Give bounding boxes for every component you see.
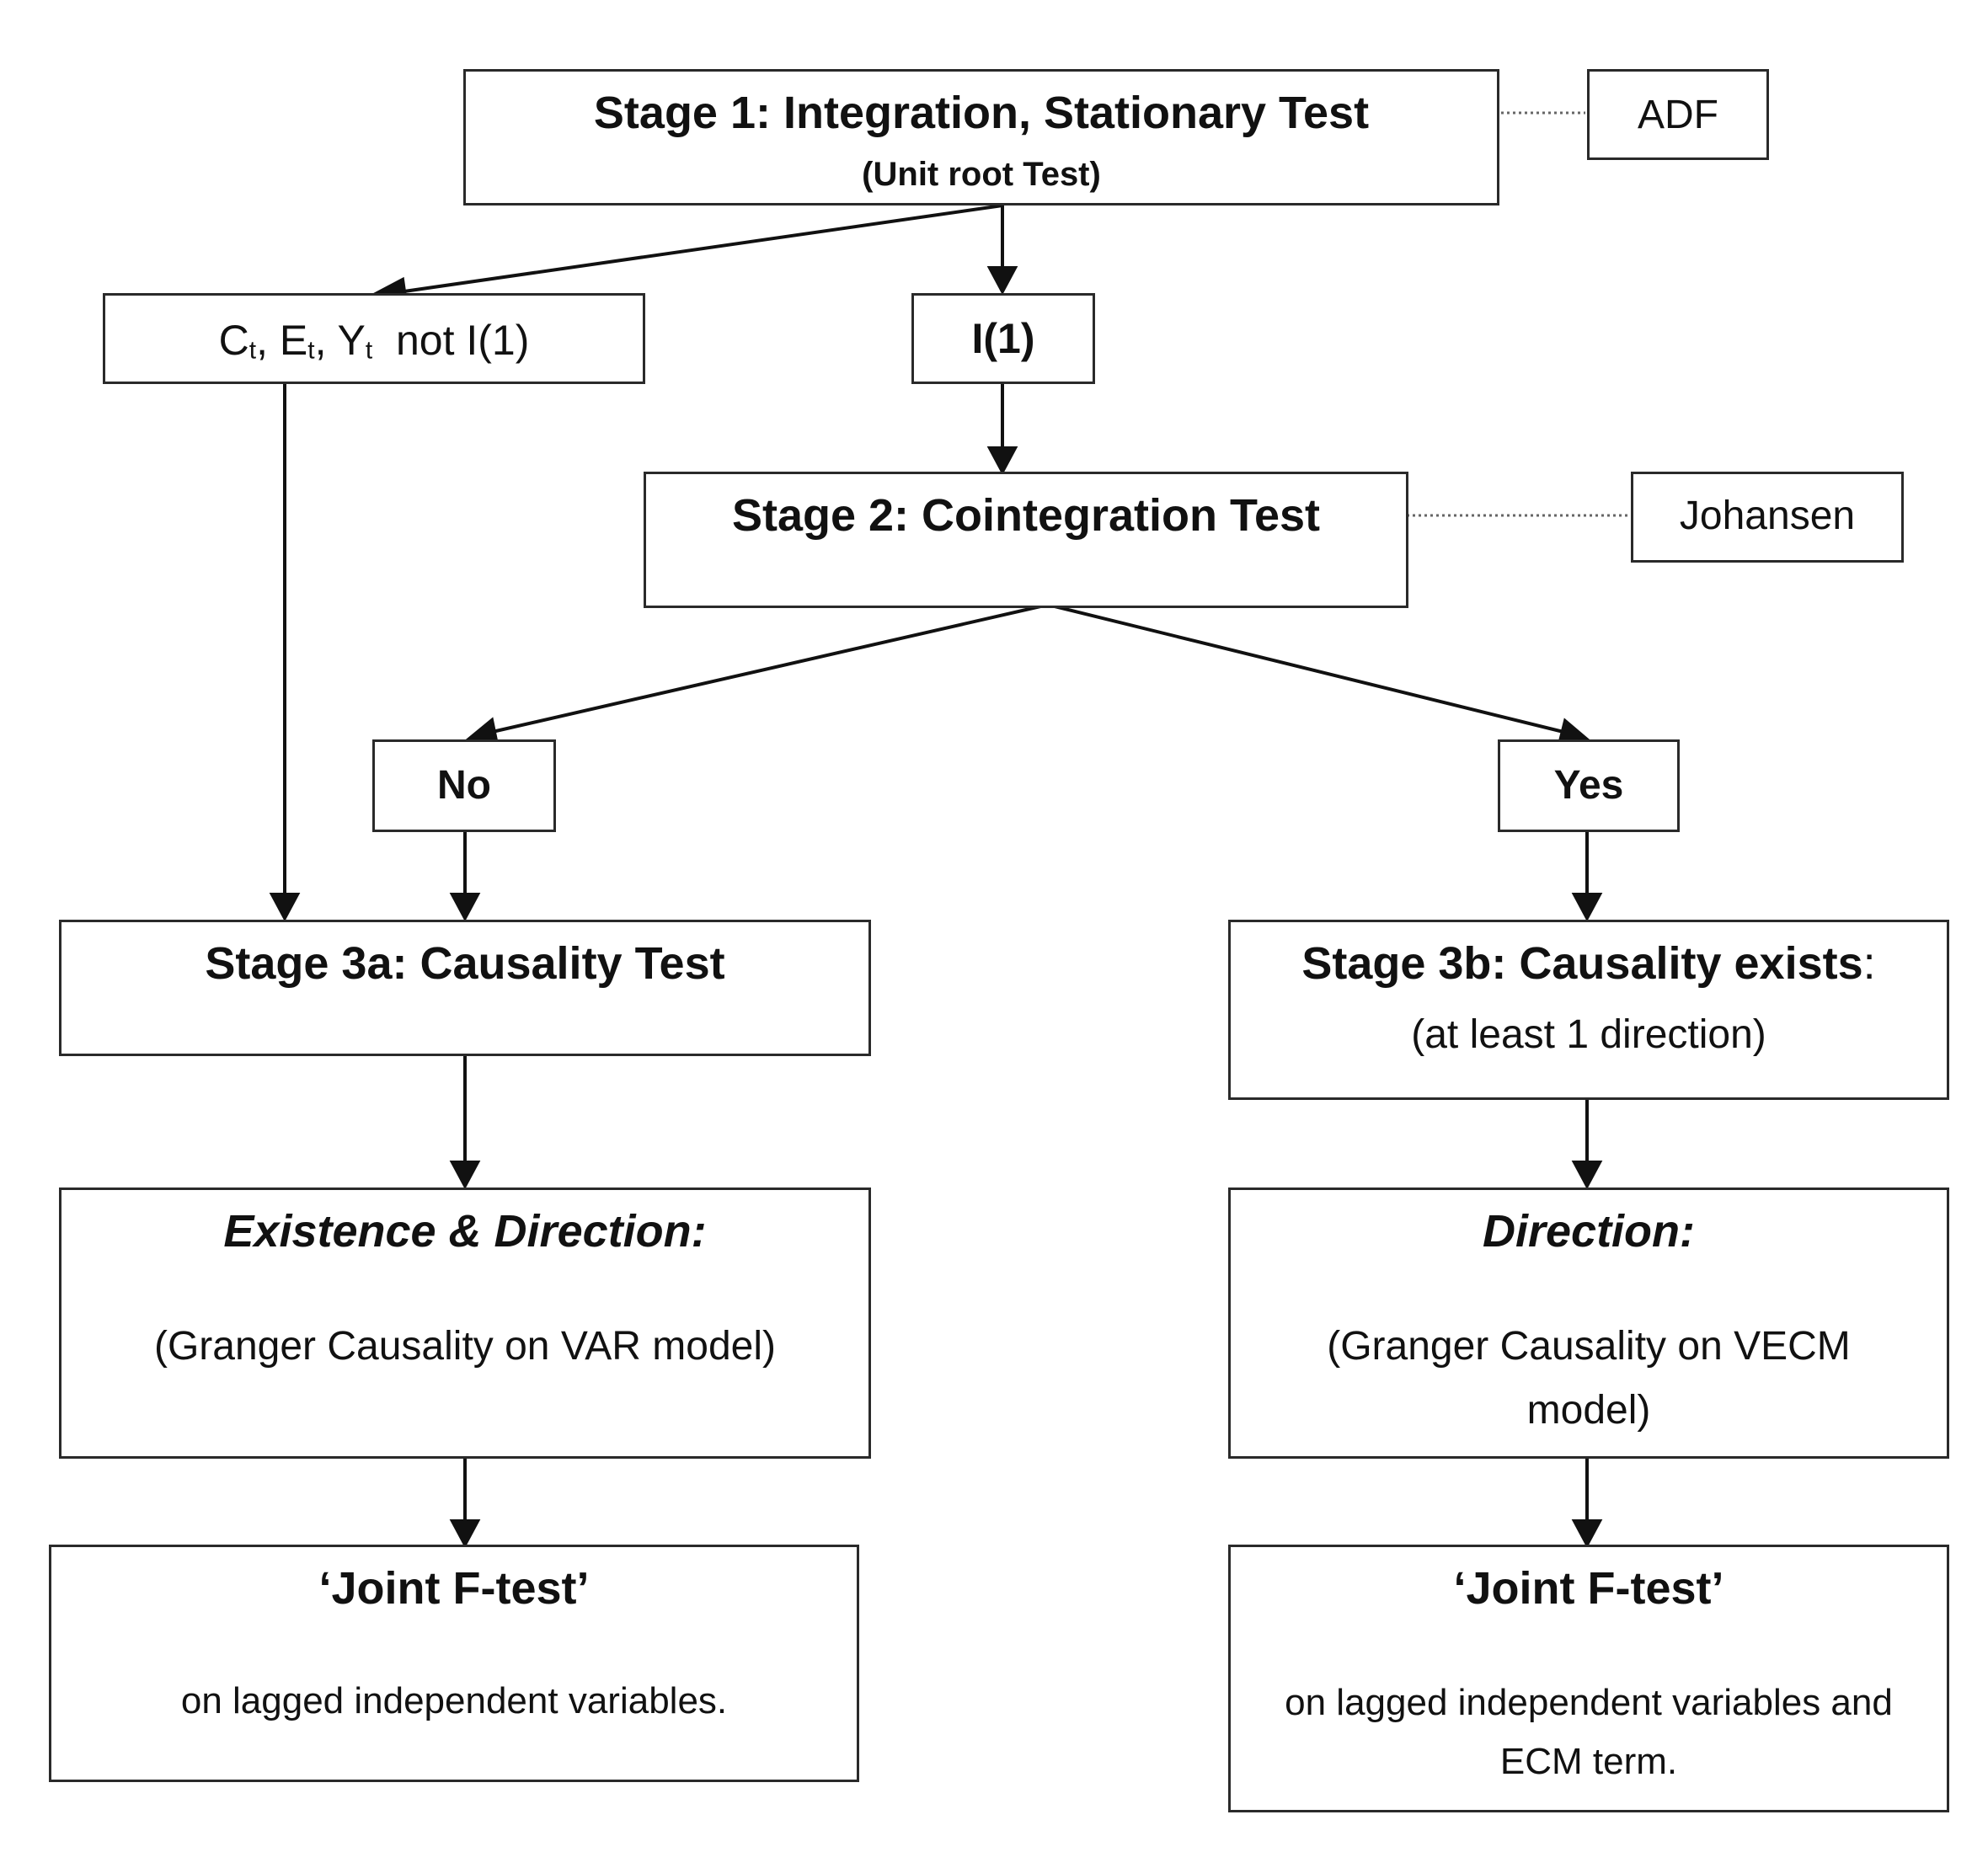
right-ftest-box: ‘Joint F-test’ on lagged independent var… [1228, 1545, 1949, 1812]
adf-box: ADF [1587, 69, 1769, 160]
var-c: C [218, 317, 249, 364]
yes-label: Yes [1553, 763, 1624, 808]
stage3b-box: Stage 3b: Causality exists: (at least 1 … [1228, 920, 1949, 1100]
stage3b-title-line: Stage 3b: Causality exists: [1301, 938, 1876, 989]
yes-box: Yes [1498, 739, 1680, 832]
existence-direction-body: (Granger Causality on VAR model) [153, 1324, 777, 1369]
stage2-box: Stage 2: Cointegration Test [644, 472, 1408, 608]
stage3a-box: Stage 3a: Causality Test [59, 920, 871, 1056]
arrowhead-right-ftest [1571, 1519, 1603, 1549]
direction-body-line2: model) [1526, 1388, 1651, 1433]
not-i1-suffix: not I(1) [395, 317, 530, 364]
stage3b-subtitle: (at least 1 direction) [1411, 1012, 1766, 1057]
right-ftest-body-line1: on lagged independent variables and [1285, 1682, 1893, 1723]
stage3b-title: Stage 3b: Causality exists [1301, 938, 1863, 989]
stage1-box: Stage 1: Integration, Stationary Test (U… [463, 69, 1499, 205]
i1-label: I(1) [971, 315, 1035, 362]
arrowhead-existence [449, 1161, 481, 1190]
not-i1-box: Ct, Et, Yt not I(1) [103, 293, 645, 384]
arrowhead-stage3a-no [449, 893, 481, 922]
no-label: No [437, 763, 491, 808]
stage1-subtitle: (Unit root Test) [862, 156, 1101, 193]
left-ftest-body: on lagged independent variables. [180, 1680, 728, 1721]
arrow-stage1-to-not-i1 [380, 204, 1003, 296]
adf-label: ADF [1638, 93, 1718, 137]
direction-title: Direction: [1482, 1206, 1696, 1257]
var-e: E [279, 317, 308, 364]
left-ftest-box: ‘Joint F-test’ on lagged independent var… [49, 1545, 859, 1782]
johansen-box: Johansen [1631, 472, 1904, 563]
johansen-label: Johansen [1679, 494, 1856, 538]
left-ftest-title: ‘Joint F-test’ [318, 1563, 590, 1614]
arrowhead-stage2 [986, 446, 1018, 476]
arrowhead-i1 [986, 266, 1018, 296]
direction-box: Direction: (Granger Causality on VECM mo… [1228, 1188, 1949, 1459]
i1-box: I(1) [911, 293, 1095, 384]
right-ftest-body-line2: ECM term. [1499, 1741, 1678, 1782]
arrow-stage2-to-yes [1047, 603, 1568, 734]
arrowhead-left-ftest [449, 1519, 481, 1549]
no-box: No [372, 739, 556, 832]
not-i1-label: Ct, Et, Yt not I(1) [218, 317, 530, 365]
arrowhead-direction [1571, 1161, 1603, 1190]
stage1-title: Stage 1: Integration, Stationary Test [593, 88, 1370, 138]
arrowhead-stage3b [1571, 893, 1603, 922]
arrowhead-stage3a-left [269, 893, 301, 922]
var-y: Y [337, 317, 366, 364]
stage3a-title: Stage 3a: Causality Test [205, 938, 725, 989]
existence-direction-title: Existence & Direction: [223, 1206, 707, 1257]
direction-body-line1: (Granger Causality on VECM [1327, 1324, 1851, 1369]
arrow-stage2-to-no [488, 603, 1049, 734]
existence-direction-box: Existence & Direction: (Granger Causalit… [59, 1188, 871, 1459]
stage2-title: Stage 2: Cointegration Test [731, 490, 1321, 541]
right-ftest-title: ‘Joint F-test’ [1453, 1563, 1724, 1614]
